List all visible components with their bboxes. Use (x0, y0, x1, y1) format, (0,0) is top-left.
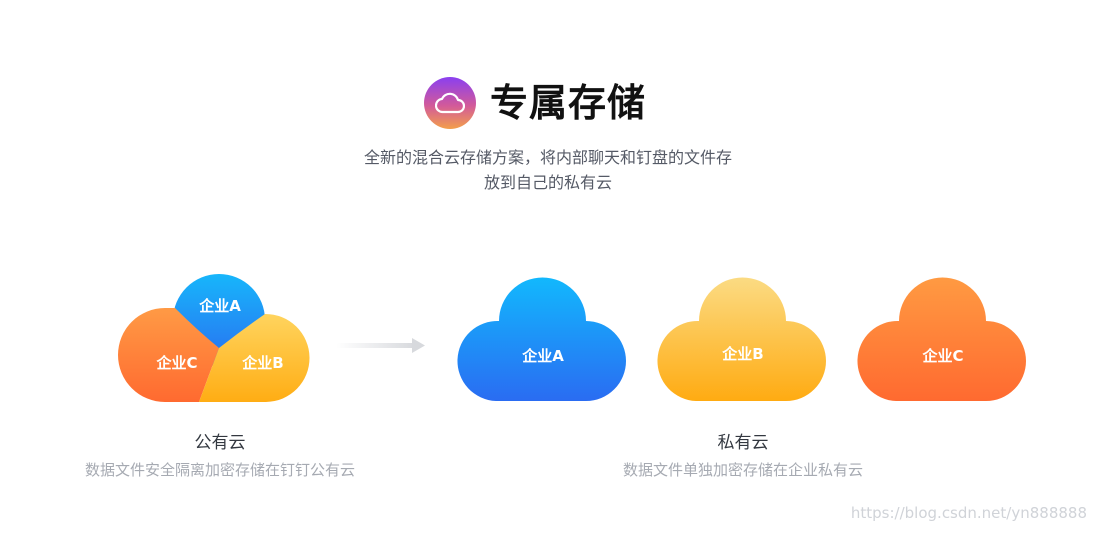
public-cloud-description: 数据文件安全隔离加密存储在钉钉公有云 (84, 461, 355, 479)
private-cloud-a-label: 企业A (521, 347, 564, 365)
private-cloud-b: 企业B (657, 277, 826, 401)
page-title: 专属存储 (490, 81, 647, 125)
private-cloud-c-label: 企业C (921, 347, 963, 365)
private-cloud-b-label: 企业B (721, 345, 763, 363)
public-cloud-segment-b (199, 313, 310, 402)
private-cloud-a: 企业A (457, 277, 626, 401)
public-segment-c-label: 企业C (155, 354, 197, 372)
subtitle-line-2: 放到自己的私有云 (483, 173, 612, 192)
public-segment-a-label: 企业A (198, 297, 241, 315)
watermark-url: https://blog.csdn.net/yn888888 (850, 504, 1087, 522)
subtitle-line-1: 全新的混合云存储方案，将内部聊天和钉盘的文件存 (363, 148, 732, 167)
private-cloud-description: 数据文件单独加密存储在企业私有云 (622, 461, 863, 479)
private-cloud-c: 企业C (857, 277, 1026, 401)
public-cloud: 企业A 企业B 企业C (118, 274, 310, 402)
cloud-icon (435, 92, 465, 114)
public-cloud-segment-c (118, 308, 219, 402)
header-cloud-icon-badge (424, 77, 476, 129)
public-segment-b-label: 企业B (241, 354, 283, 372)
private-cloud-title: 私有云 (717, 433, 769, 453)
arrow-right-icon (336, 338, 425, 353)
public-cloud-title: 公有云 (194, 433, 246, 453)
